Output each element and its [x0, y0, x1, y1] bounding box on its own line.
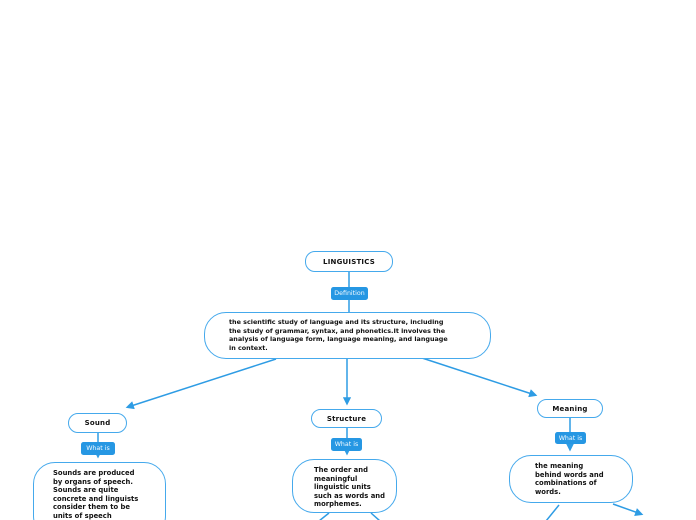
- node-sound-description[interactable]: Sounds are produced by organs of speech.…: [33, 462, 166, 520]
- node-linguistics[interactable]: LINGUISTICS: [305, 251, 393, 272]
- connector-meaning-child-right: [612, 503, 644, 516]
- connector-label-what-is-meaning[interactable]: What is: [555, 432, 586, 444]
- connector-definition-to-meaning: [418, 356, 538, 398]
- node-structure[interactable]: Structure: [311, 409, 382, 428]
- node-definition-description[interactable]: the scientific study of language and its…: [204, 312, 491, 359]
- node-sound[interactable]: Sound: [68, 413, 127, 433]
- connector-meaning-child-left: [545, 504, 560, 520]
- connector-structure-child-right: [370, 512, 381, 520]
- node-structure-description[interactable]: The order and meaningful linguistic unit…: [292, 459, 397, 513]
- node-meaning[interactable]: Meaning: [537, 399, 603, 418]
- connector-label-definition[interactable]: Definition: [331, 287, 368, 300]
- connector-label-what-is-sound[interactable]: What is: [81, 442, 115, 455]
- connector-definition-to-sound: [125, 358, 277, 410]
- node-meaning-description[interactable]: the meaning behind words and combination…: [509, 455, 633, 503]
- connector-label-what-is-structure[interactable]: What is: [331, 438, 362, 451]
- connector-structure-child-left: [319, 512, 330, 520]
